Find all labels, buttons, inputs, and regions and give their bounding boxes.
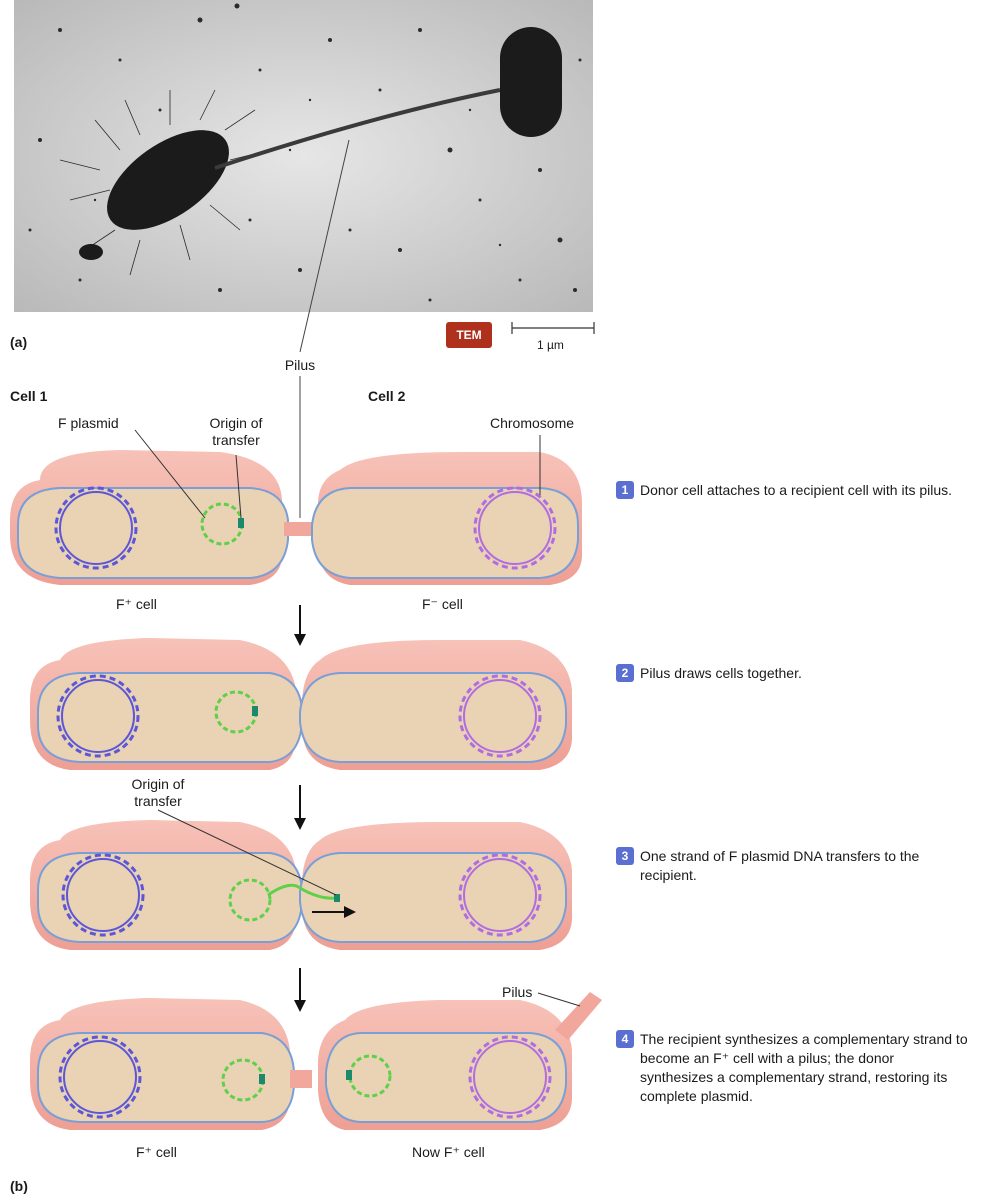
panel-a-label: (a) — [10, 334, 28, 350]
donor-chromosome — [54, 486, 138, 570]
scale-bar-label: 1 µm — [537, 338, 564, 352]
tem-badge: TEM — [446, 322, 492, 348]
step-2-text: Pilus draws cells together. — [640, 665, 802, 681]
arrow-step-2-3 — [294, 785, 306, 830]
step-2: 2 Pilus draws cells together. — [616, 664, 976, 683]
step-1-text: Donor cell attaches to a recipient cell … — [640, 482, 953, 498]
panel-b-label: (b) — [10, 1178, 28, 1194]
row3-cells — [30, 809, 572, 950]
pilus-pointer-top — [299, 139, 350, 353]
row4-cells — [30, 992, 602, 1130]
arrow-step-3-4 — [294, 968, 306, 1012]
donor-chromosome-inner — [59, 491, 133, 565]
step-4: 4 The recipient synthesizes a complement… — [616, 1030, 971, 1106]
origin-callout-2 — [157, 809, 337, 896]
step-2-badge: 2 — [616, 664, 634, 682]
cell2-interior — [311, 487, 579, 579]
origin-marker — [238, 518, 244, 528]
micrograph-pilus — [214, 88, 501, 170]
now-f-plus-cell-label: Now F⁺ cell — [412, 1144, 485, 1160]
step-4-text: The recipient synthesizes a complementar… — [640, 1031, 968, 1104]
f-plasmid-label: F plasmid — [58, 415, 119, 431]
new-pilus — [555, 992, 602, 1040]
recipient-chromosome-inner — [478, 491, 552, 565]
f-plasmid-callout — [134, 429, 206, 519]
micrograph-particles — [28, 3, 582, 302]
cell-bridge — [284, 522, 316, 536]
row2-cell2-interior — [299, 672, 567, 763]
step-3-text: One strand of F plasmid DNA transfers to… — [640, 848, 920, 883]
cell1-label: Cell 1 — [10, 388, 48, 404]
step-1: 1 Donor cell attaches to a recipient cel… — [616, 481, 976, 500]
step-1-badge: 1 — [616, 481, 634, 499]
bacterium-fragment — [79, 244, 103, 260]
f-plus-cell-label-bottom: F⁺ cell — [136, 1144, 177, 1160]
recipient-chromosome — [473, 486, 557, 570]
cell2-label: Cell 2 — [368, 388, 406, 404]
recipient-bacterium — [500, 27, 562, 137]
donor-pilus-stub — [290, 1070, 312, 1088]
row1-cells — [10, 429, 582, 585]
transferring-strand — [267, 883, 339, 900]
origin-callout — [235, 454, 242, 519]
row2-cells — [30, 638, 572, 770]
cell1-interior — [17, 487, 289, 579]
scale-bar — [511, 322, 595, 334]
tem-micrograph — [14, 0, 593, 312]
f-minus-cell-label: F⁻ cell — [422, 596, 463, 612]
pilus-callout-2 — [537, 992, 581, 1007]
donor-bacterium — [107, 130, 229, 230]
f-plus-cell-label: F⁺ cell — [116, 596, 157, 612]
pilus-label-2: Pilus — [502, 984, 533, 1000]
step-3-badge: 3 — [616, 847, 634, 865]
step-3: 3 One strand of F plasmid DNA transfers … — [616, 847, 946, 885]
chromosome-label: Chromosome — [490, 415, 575, 431]
arrow-step-1-2 — [294, 605, 306, 646]
origin-of-transfer-label: Origin of transfer — [209, 415, 263, 448]
origin-of-transfer-label-2: Origin of transfer — [131, 776, 185, 809]
step-4-badge: 4 — [616, 1030, 634, 1048]
recipient-plasmid-new — [348, 1054, 392, 1098]
pilus-label: Pilus — [284, 357, 316, 373]
